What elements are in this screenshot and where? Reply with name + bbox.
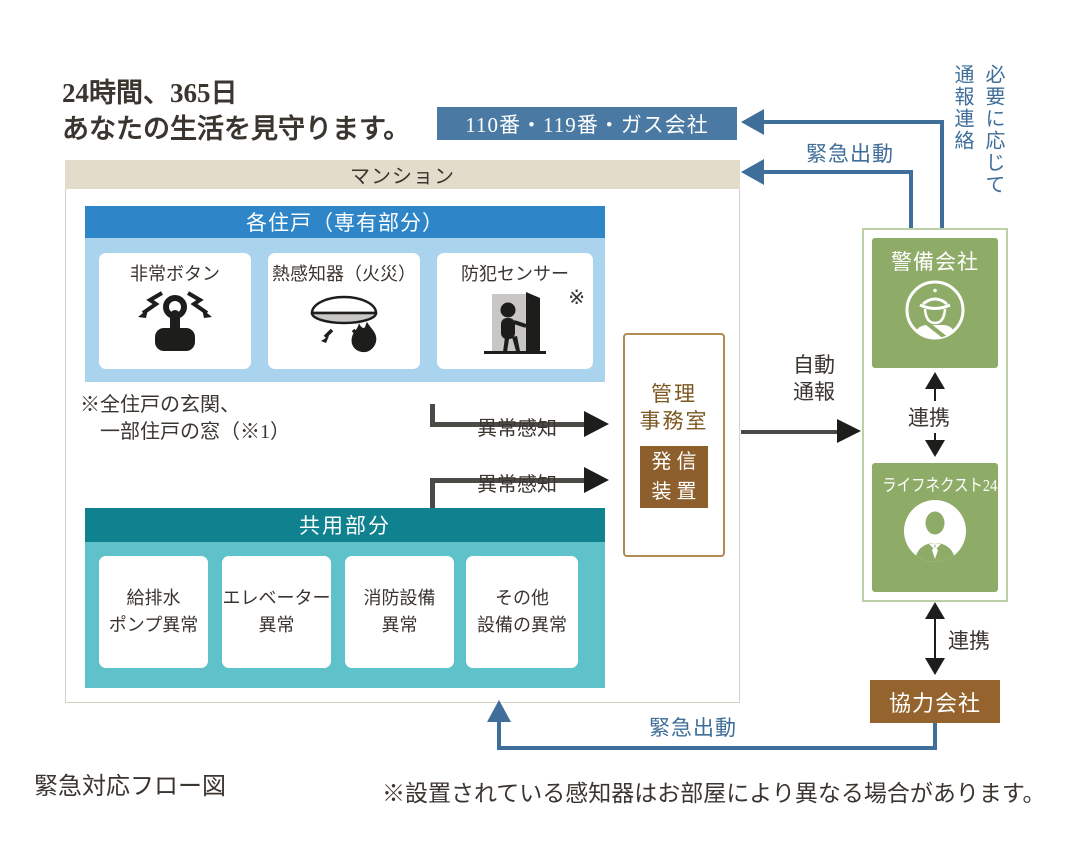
office-name-line2: 事務室 [639,409,709,434]
staff-person-icon [904,500,966,562]
contacts-connector-line [940,120,944,229]
security-sensor-card: 防犯センサー ※ [437,253,593,369]
management-office-box: 管理 事務室 発信 装置 [623,333,725,557]
page-title: 24時間、365日 あなたの生活を見守ります。 [62,76,410,147]
heat-detector-icon [310,295,378,353]
link-arrow-2-down [925,658,945,675]
dispatch-bottom-line [497,746,937,750]
auto-report-line [741,430,838,434]
common-item-label: その他 [495,588,549,608]
lifenext24-box: ライフネクスト24 [872,463,998,592]
dispatch-bottom-line [933,723,937,748]
common-item-other: その他 設備の異常 [466,556,578,668]
private-note-line2: 一部住戸の窓（※1） [80,421,290,443]
detect-lower-line [430,478,586,483]
office-name-line1: 管理 [651,382,697,406]
diagram-footnote: ※設置されている感知器はお部屋により異なる場合があります。 [382,781,1046,806]
common-item-label: 設備の異常 [477,615,567,635]
common-item-label: エレベーター [222,588,331,608]
link-arrow-2-up [925,602,945,619]
vertical-note-line1: 必要に応じて [982,64,1004,196]
management-office-label: 管理 事務室 [625,381,723,436]
private-note-line1: ※全住戸の玄関、 [80,394,240,416]
auto-report-label: 自動 通報 [778,352,850,407]
emergency-button-label: 非常ボタン [130,264,220,284]
dispatch-connector-line [909,170,913,229]
security-sensor-label: 防犯センサー [461,264,569,284]
title-line1: 24時間、365日 [62,78,238,108]
private-units-note: ※全住戸の玄関、 一部住戸の窓（※1） [80,392,290,446]
common-item-pump: 給排水 ポンプ異常 [99,556,208,668]
common-area-header: 共用部分 [85,508,605,542]
detect-upper-label: 異常感知 [477,418,557,440]
title-line2: あなたの生活を見守ります。 [62,113,411,144]
lifenext24-label: ライフネクスト24 [882,476,998,495]
security-guard-icon [905,280,965,340]
door-sensor-icon [484,292,546,354]
emergency-button-icon [138,291,212,351]
auto-report-line2: 通報 [793,380,835,405]
transmitter-device-box: 発信 装置 [640,445,708,508]
private-units-header: 各住戸（専有部分） [85,206,605,238]
security-company-label: 警備会社 [891,250,979,274]
detect-lower-line [430,482,435,509]
heat-detector-label: 熱感知器（火災） [272,264,416,284]
detect-upper-line [430,422,586,427]
link-arrow-1-up [925,372,945,389]
emergency-contacts-box: 110番・119番・ガス会社 [437,107,737,140]
mansion-header-bar: マンション [65,160,740,189]
vertical-note: 必要に応じて 通報連絡 [946,64,1008,264]
arrowhead-to-mansion [741,159,764,185]
dispatch-bottom-line [497,721,501,748]
detect-lower-label: 異常感知 [477,474,557,496]
detect-upper-arrowhead [584,411,609,437]
auto-report-arrowhead [837,419,861,443]
dispatch-bottom-arrowhead [487,700,511,722]
arrowhead-to-contacts [741,109,764,135]
contacts-connector-line [762,120,944,124]
partner-company-box: 協力会社 [870,680,1000,723]
dispatch-bottom-label: 緊急出動 [649,716,737,740]
detect-lower-arrowhead [584,467,609,493]
link-arrow-1-down [925,440,945,457]
device-line2: 装置 [651,480,702,503]
common-item-label: 給排水 [126,588,181,608]
auto-report-line1: 自動 [793,353,835,377]
security-company-box: 警備会社 [872,238,998,368]
vertical-note-line2: 通報連絡 [951,64,973,152]
common-item-label: 異常 [381,615,418,635]
emergency-button-card: 非常ボタン [99,253,251,369]
common-item-elevator: エレベーター 異常 [222,556,331,668]
common-item-fire-equipment: 消防設備 異常 [345,556,454,668]
common-item-label: ポンプ異常 [108,615,199,635]
common-item-label: 異常 [258,615,295,635]
dispatch-top-label: 緊急出動 [806,142,894,166]
device-line1: 発信 [651,450,702,473]
common-item-label: 消防設備 [363,588,436,608]
dispatch-connector-line [762,170,913,174]
diagram-caption: 緊急対応フロー図 [34,774,226,800]
heat-detector-card: 熱感知器（火災） [268,253,420,369]
link-arrow-2 [934,618,936,660]
link-label-1: 連携 [906,401,952,433]
wildcard-mark: ※ [568,287,585,309]
detect-upper-line [430,404,435,427]
link-label-2: 連携 [948,629,990,653]
